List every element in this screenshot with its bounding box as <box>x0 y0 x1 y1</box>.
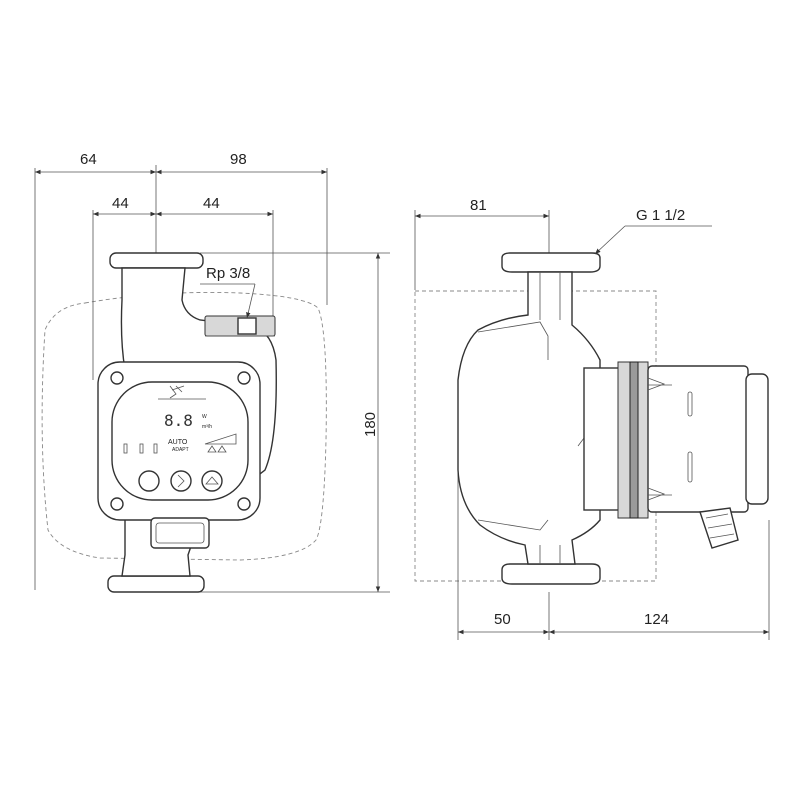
button-left[interactable] <box>138 470 160 492</box>
screw-bottom-right <box>237 497 251 511</box>
side-top-flange <box>501 252 601 273</box>
side-view <box>414 210 770 640</box>
heating-icons <box>207 445 227 453</box>
dim-124: 124 <box>644 611 669 628</box>
side-connector <box>699 507 739 549</box>
dim-98: 98 <box>230 151 247 168</box>
dim-81: 81 <box>470 197 487 214</box>
top-flange <box>109 252 204 269</box>
motor-stator <box>647 365 749 513</box>
unit-flow: m³/h <box>202 424 212 430</box>
pump-housing-side <box>457 271 601 565</box>
motor-endcap <box>745 373 769 505</box>
dim-180: 180 <box>362 412 379 437</box>
screw-bottom-left <box>110 497 124 511</box>
dim-50: 50 <box>494 611 511 628</box>
curve-indicator-icon <box>204 433 237 445</box>
unit-power: W <box>202 414 207 420</box>
screw-top-left <box>110 371 124 385</box>
dim-64: 64 <box>80 151 97 168</box>
dim-44-left: 44 <box>112 195 129 212</box>
side-bottom-flange <box>501 563 601 585</box>
front-outline-dashed <box>41 292 327 561</box>
dim-44-right: 44 <box>203 195 220 212</box>
button-center[interactable] <box>170 470 192 492</box>
cable-connector <box>150 517 210 549</box>
side-dimensions: 81 50 124 G 1 1/2 <box>415 197 769 635</box>
callout-g: G 1 1/2 <box>636 207 685 224</box>
mode-indicator-bars <box>123 443 158 454</box>
stator-slots <box>647 377 693 501</box>
mode-auto: AUTO <box>168 439 188 446</box>
bottom-flange <box>107 575 205 593</box>
brand-logo <box>169 385 185 399</box>
button-right[interactable] <box>201 470 223 492</box>
mode-adapt: ADAPT <box>172 447 189 453</box>
front-view: 8.8 W m³/h AUTO ADAPT <box>34 165 390 593</box>
screw-top-right <box>237 371 251 385</box>
display-digits: 8.8 <box>164 411 193 430</box>
callout-rp: Rp 3/8 <box>206 265 250 282</box>
front-dimensions: 64 98 44 44 180 Rp 3/8 <box>35 151 381 592</box>
